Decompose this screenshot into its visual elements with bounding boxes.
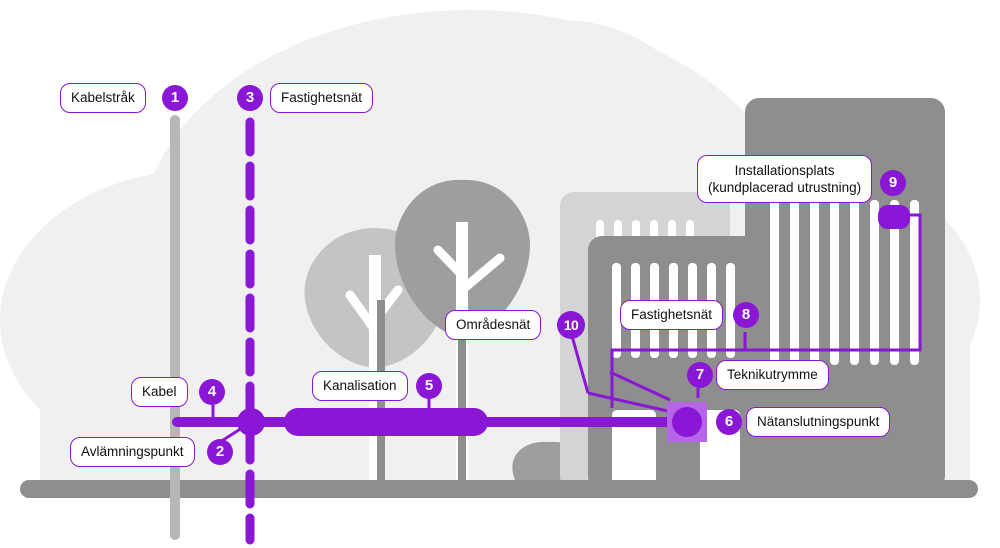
- badge-6: 6: [716, 409, 742, 435]
- customer-equipment: [878, 205, 910, 229]
- handover-point: [237, 408, 265, 436]
- label-property-network: Fastighetsnät: [270, 83, 374, 113]
- label-installation-site-line2: (kundplacerad utrustning): [708, 180, 862, 195]
- badge-5: 5: [416, 373, 442, 399]
- label-cable-route: Kabelstråk: [60, 83, 146, 113]
- label-installation-site: Installationsplats (kundplacerad utrustn…: [697, 155, 873, 203]
- label-conduit: Kanalisation: [312, 371, 408, 401]
- conduit-bar: [284, 408, 488, 436]
- label-cable: Kabel: [131, 377, 188, 407]
- label-installation-site-line1: Installationsplats: [734, 163, 835, 178]
- badge-2: 2: [207, 439, 233, 465]
- cable-route-line: [170, 115, 180, 540]
- label-technical-room: Teknikutrymme: [716, 360, 829, 390]
- badge-8: 8: [733, 302, 759, 328]
- badge-1: 1: [162, 85, 188, 111]
- badge-4: 4: [199, 379, 225, 405]
- label-building-network: Fastighetsnät: [620, 300, 724, 330]
- badge-3: 3: [237, 85, 263, 111]
- ground-line: [20, 480, 978, 498]
- connection-point: [672, 407, 702, 437]
- label-handover-point: Avlämningspunkt: [70, 437, 195, 467]
- badge-10: 10: [557, 311, 585, 339]
- badge-7: 7: [687, 362, 713, 388]
- label-connection-point: Nätanslutningspunkt: [746, 407, 891, 437]
- label-area-network: Områdesnät: [445, 310, 542, 340]
- badge-9: 9: [880, 170, 906, 196]
